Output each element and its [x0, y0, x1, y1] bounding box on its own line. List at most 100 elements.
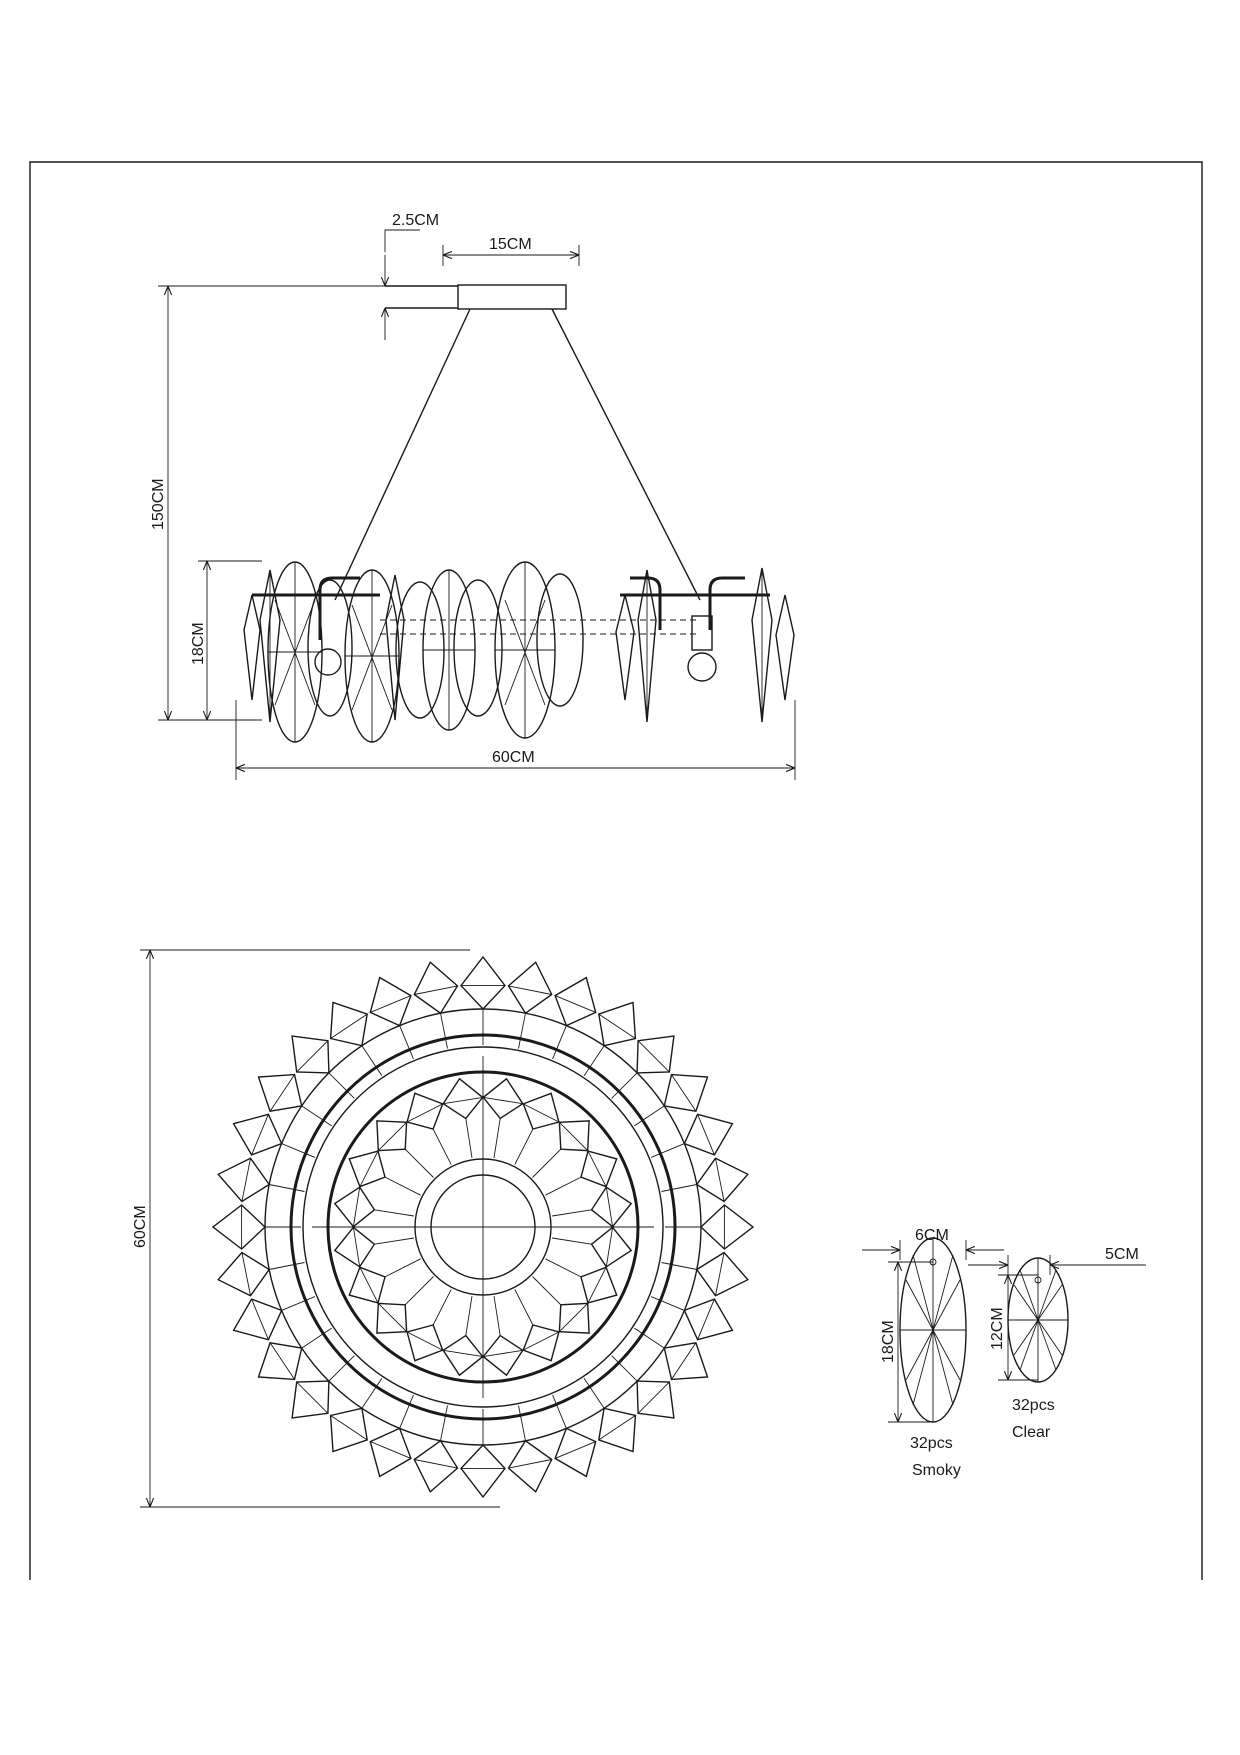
ceiling-plate: [457, 284, 567, 310]
crystal-stem: [661, 1262, 697, 1270]
crystal-pendant: [217, 1157, 271, 1203]
crystal-pendant: [683, 1113, 734, 1156]
crystal-stem: [493, 1296, 501, 1336]
dim-body-height: 18CM: [190, 560, 262, 720]
crystal-facet: [697, 1298, 715, 1340]
top-crystals-inner: [333, 1077, 633, 1377]
crystal-facet: [598, 1415, 636, 1441]
crystal-pendant: [413, 1439, 459, 1493]
crystal-facet: [269, 1342, 295, 1380]
crystal-pendant: [663, 1342, 709, 1381]
crystal-facet: [559, 1121, 589, 1151]
crystal-pendant: [598, 1407, 637, 1453]
dim-top-diameter: 60CM: [132, 949, 500, 1508]
crystal-pendant: [369, 1427, 412, 1478]
crystal-pendant: [507, 1439, 553, 1493]
crystal-stem: [440, 1013, 448, 1049]
crystal-stem: [634, 1105, 665, 1127]
crystal-pendant: [348, 1150, 386, 1188]
label-top-diameter: 60CM: [132, 1205, 149, 1248]
crystal-pendant: [329, 1407, 368, 1453]
crystal-pendant: [580, 1150, 618, 1188]
crystal-pendant: [406, 1092, 444, 1130]
crystal-stem: [465, 1118, 473, 1158]
crystal-stem: [634, 1327, 665, 1349]
crystal-pendant: [558, 1120, 590, 1152]
crystal-pendant: [442, 1077, 484, 1120]
crystal-facet: [414, 985, 458, 995]
crystal-pendant: [590, 1226, 633, 1268]
crystal-facet: [330, 1415, 368, 1441]
crystal-pendant: [348, 1266, 386, 1304]
crystal-stem: [650, 1296, 685, 1311]
crystal-facet: [269, 1074, 295, 1112]
crystal-stem: [374, 1209, 414, 1217]
crystal-pendant: [695, 1251, 749, 1297]
crystal-pendant: [406, 1324, 444, 1362]
crystal-stem: [583, 1045, 605, 1076]
crystal-facet: [637, 1040, 670, 1073]
crystal-pendant: [329, 1001, 368, 1047]
crystal-pendant: [482, 1334, 524, 1377]
suspension-cable-right: [551, 308, 701, 601]
side-pendant-crystals: [243, 567, 795, 723]
label-side-width: 60CM: [492, 749, 535, 766]
crystal-stem: [552, 1237, 592, 1245]
crystal-pendant: [291, 1035, 330, 1074]
crystal-pendant: [460, 955, 506, 1011]
crystal-pendant: [232, 1298, 283, 1341]
crystal-stem: [583, 1378, 605, 1409]
top-view: [211, 955, 755, 1499]
crystal-facet: [296, 1381, 329, 1414]
side-bulb-right: [687, 652, 717, 682]
crystal-facet: [443, 1349, 483, 1358]
crystal-pendant: [482, 1077, 524, 1120]
crystal-facet: [559, 1303, 589, 1333]
crystal-pendant: [636, 1035, 675, 1074]
crystal-stem: [661, 1184, 697, 1192]
label-clear-height: 12CM: [989, 1307, 1006, 1350]
top-crystals-outer: [211, 955, 755, 1499]
crystal-pendant: [333, 1226, 376, 1268]
label-clear-qty: 32pcs: [1012, 1397, 1055, 1414]
crystal-facet: [370, 995, 412, 1013]
crystal-stem: [493, 1118, 501, 1158]
crystal-facet: [359, 1150, 379, 1187]
crystal-stem: [399, 1025, 414, 1060]
crystal-facet: [554, 1441, 596, 1459]
crystal-facet: [359, 1267, 379, 1304]
label-clear-color: Clear: [1012, 1424, 1051, 1441]
dim-side-width: 60CM: [235, 700, 796, 780]
crystal-facet: [671, 1342, 697, 1380]
dim-drop-height: 150CM: [150, 285, 385, 721]
crystal-facet: [352, 1187, 361, 1227]
crystal-stem: [465, 1296, 473, 1336]
crystal-pendant: [695, 1157, 749, 1203]
crystal-pendant: [291, 1380, 330, 1419]
crystal-stem: [432, 1289, 452, 1326]
crystal-stem: [518, 1013, 526, 1049]
crystal-facet: [671, 1074, 697, 1112]
crystal-facet: [377, 1303, 407, 1333]
crystal-pendant: [232, 1113, 283, 1156]
crystal-stem: [514, 1128, 534, 1165]
label-smoky-color: Smoky: [912, 1462, 961, 1479]
crystal-stem: [552, 1209, 592, 1217]
crystal-pendant: [333, 1186, 376, 1228]
crystal-facet: [523, 1103, 560, 1123]
crystal-stem: [432, 1128, 452, 1165]
crystal-facet: [406, 1331, 443, 1351]
crystal-stem: [518, 1405, 526, 1441]
crystal-facet: [715, 1252, 725, 1296]
crystal-facet: [370, 1441, 412, 1459]
crystal-pendant: [376, 1302, 408, 1334]
label-drop-height: 150CM: [150, 478, 167, 530]
label-smoky-height: 18CM: [880, 1320, 897, 1363]
crystal-stem: [328, 1072, 355, 1099]
crystal-facet: [605, 1227, 614, 1267]
crystal-stem: [611, 1072, 638, 1099]
top-frame-ring-inner: [302, 1046, 664, 1408]
crystal-stem: [440, 1405, 448, 1441]
crystal-facet: [251, 1298, 269, 1340]
